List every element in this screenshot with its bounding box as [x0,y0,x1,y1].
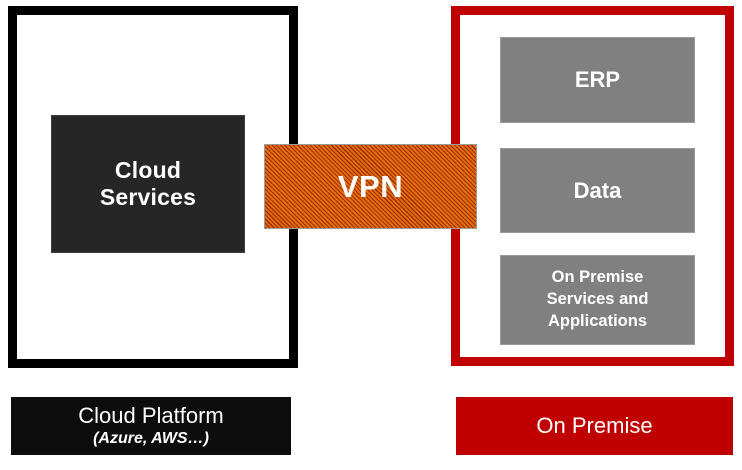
node-on-premise-services-label: On Premise Services and Applications [546,268,649,330]
node-erp: ERP [500,37,695,123]
legend-cloud-platform-title: Cloud Platform [78,402,224,428]
node-data-label: Data [573,177,622,203]
legend-cloud-platform-subtitle: (Azure, AWS…) [93,429,209,447]
legend-cloud-platform: Cloud Platform (Azure, AWS…) [11,397,291,455]
node-cloud-services: Cloud Services [51,115,245,253]
node-erp-label: ERP [574,67,621,93]
node-on-premise-services: On Premise Services and Applications [500,255,695,345]
node-data: Data [500,148,695,233]
legend-on-premise: On Premise [456,397,733,455]
node-cloud-services-label: Cloud Services [99,156,197,210]
connector-vpn-label: VPN [337,168,404,204]
connector-vpn: VPN [264,144,477,229]
legend-on-premise-title: On Premise [536,412,653,438]
